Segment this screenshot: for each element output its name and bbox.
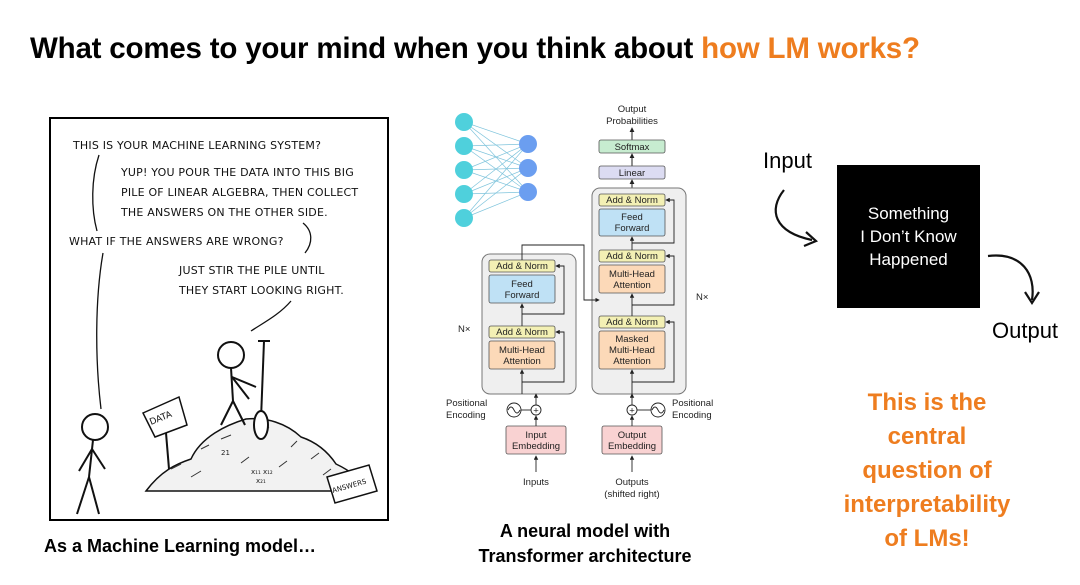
transformer-caption-line-2: Transformer architecture bbox=[478, 546, 692, 566]
encoder-feed-forward-2: Forward bbox=[505, 290, 540, 301]
transformer-caption: A neural model with Transformer architec… bbox=[446, 519, 724, 569]
output-probabilities-label-1: Output bbox=[618, 104, 647, 115]
flow-arrows bbox=[774, 189, 1040, 306]
input-label: Input bbox=[763, 148, 812, 173]
comic-line-1: THIS IS YOUR MACHINE LEARNING SYSTEM? bbox=[72, 139, 321, 152]
slide-title: What comes to your mind when you think a… bbox=[30, 32, 920, 66]
decoder-add-norm-2: Add & Norm bbox=[606, 251, 658, 262]
decoder-masked-2: Multi-Head bbox=[609, 345, 655, 356]
output-embedding-2: Embedding bbox=[608, 441, 656, 452]
comic-line-6: JUST STIR THE PILE UNTIL bbox=[178, 264, 325, 277]
central-line-2: central bbox=[887, 423, 967, 450]
black-box-line-3: Happened bbox=[869, 250, 948, 269]
linear-label: Linear bbox=[619, 168, 645, 179]
linear-block bbox=[598, 165, 666, 180]
encoder-nx-label: N× bbox=[458, 324, 470, 335]
encoder-mha-2: Attention bbox=[503, 356, 541, 367]
comic-caption: As a Machine Learning model… bbox=[44, 536, 317, 556]
encoder-add-norm-2: Add & Norm bbox=[496, 261, 548, 272]
neural-net-illustration bbox=[455, 113, 537, 227]
svg-text:21: 21 bbox=[221, 449, 230, 457]
xkcd-comic-panel: THIS IS YOUR MACHINE LEARNING SYSTEM? YU… bbox=[49, 117, 389, 521]
linear-algebra-pile: x₁₁ x₁₂ x₂₁ 21 bbox=[144, 417, 371, 492]
decoder-nx-label: N× bbox=[696, 292, 708, 303]
decoder-mha-1: Multi-Head bbox=[609, 269, 655, 280]
decoder-masked-3: Attention bbox=[613, 356, 651, 367]
comic-line-5: WHAT IF THE ANSWERS ARE WRONG? bbox=[69, 235, 284, 248]
comic-line-7: THEY START LOOKING RIGHT. bbox=[178, 284, 344, 297]
input-embedding-2: Embedding bbox=[512, 441, 560, 452]
black-box-line-2: I Don’t Know bbox=[860, 227, 957, 246]
stick-figure-left bbox=[76, 413, 109, 515]
encoder-feed-forward-1: Feed bbox=[511, 279, 533, 290]
outputs-label-2: (shifted right) bbox=[604, 489, 659, 500]
decoder-feed-forward-2: Forward bbox=[615, 223, 650, 234]
transformer-architecture-diagram: Output Probabilities Softmax Linear Add … bbox=[446, 104, 713, 500]
stick-figure-right bbox=[217, 340, 270, 440]
central-line-5: of LMs! bbox=[884, 525, 970, 552]
comic-drawing: THIS IS YOUR MACHINE LEARNING SYSTEM? YU… bbox=[69, 139, 378, 515]
svg-text:x₂₁: x₂₁ bbox=[256, 477, 266, 485]
central-line-4: interpretability bbox=[843, 491, 1011, 518]
title-prefix: What comes to your mind when you think a… bbox=[30, 32, 702, 65]
comic-line-3: PILE OF LINEAR ALGEBRA, THEN COLLECT bbox=[121, 186, 358, 199]
output-embedding-1: Output bbox=[618, 430, 647, 441]
black-box-line-1: Something bbox=[867, 204, 950, 223]
inputs-label: Inputs bbox=[523, 477, 549, 488]
softmax-block bbox=[598, 139, 666, 154]
output-label: Output bbox=[992, 318, 1059, 343]
central-line-3: question of bbox=[862, 457, 992, 484]
central-question-text: This is the central question of interpre… bbox=[812, 386, 1042, 556]
input-embedding-1: Input bbox=[525, 430, 546, 441]
svg-text:x₁₁ x₁₂: x₁₁ x₁₂ bbox=[251, 468, 273, 476]
answers-box: ANSWERS bbox=[326, 464, 378, 504]
output-probabilities-label-2: Probabilities bbox=[606, 116, 658, 127]
encoder-pos-enc-label-2: Encoding bbox=[446, 410, 486, 421]
transformer-caption-line-1: A neural model with bbox=[499, 521, 671, 541]
decoder-mha-2: Attention bbox=[613, 280, 651, 291]
encoder-mha-1: Multi-Head bbox=[499, 345, 545, 356]
outputs-label-1: Outputs bbox=[615, 477, 649, 488]
encoder-add-norm-1: Add & Norm bbox=[496, 327, 548, 338]
decoder-add-norm-1: Add & Norm bbox=[606, 317, 658, 328]
black-box: Something I Don’t Know Happened bbox=[837, 165, 980, 308]
title-highlight: how LM works? bbox=[701, 32, 920, 65]
decoder-pos-enc-label-2: Encoding bbox=[672, 410, 712, 421]
decoder-feed-forward-1: Feed bbox=[621, 212, 643, 223]
central-line-1: This is the bbox=[867, 389, 987, 416]
data-funnel-sign: DATA bbox=[141, 395, 188, 470]
decoder-add-norm-3: Add & Norm bbox=[606, 195, 658, 206]
comic-line-2: YUP! YOU POUR THE DATA INTO THIS BIG bbox=[120, 166, 354, 179]
svg-text:+: + bbox=[629, 406, 635, 417]
decoder-masked-1: Masked bbox=[615, 334, 648, 345]
comic-line-4: THE ANSWERS ON THE OTHER SIDE. bbox=[120, 206, 328, 219]
svg-text:+: + bbox=[533, 406, 539, 417]
decoder-pos-enc-label-1: Positional bbox=[672, 398, 713, 409]
encoder-pos-enc-label-1: Positional bbox=[446, 398, 487, 409]
softmax-label: Softmax bbox=[615, 142, 650, 153]
